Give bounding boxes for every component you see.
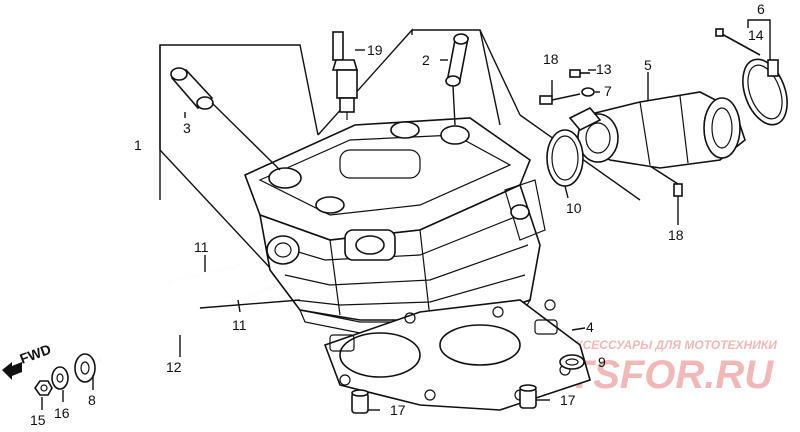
label-part-9: 9 <box>598 354 606 370</box>
label-part-13: 13 <box>596 61 612 77</box>
guide-pin-2 <box>445 33 469 126</box>
washer-16 <box>51 366 69 390</box>
label-part-5: 5 <box>644 57 652 73</box>
intake-manifold <box>568 91 746 169</box>
washer-8 <box>74 353 96 383</box>
label-part-8: 8 <box>88 392 96 408</box>
hose-clamp <box>715 19 788 126</box>
dowel-17-right <box>519 384 550 409</box>
stud-11-upper <box>167 255 239 283</box>
part-labels: 1 2 3 4 5 6 7 8 9 10 11 11 12 13 14 15 1… <box>30 1 765 428</box>
o-ring <box>546 129 584 187</box>
guide-pin-3 <box>170 67 281 171</box>
fwd-label: FWD <box>18 341 53 367</box>
bolt-18-lower <box>649 165 683 225</box>
label-part-2: 2 <box>422 52 430 68</box>
label-part-11b: 11 <box>232 317 247 333</box>
label-part-17a: 17 <box>390 402 406 418</box>
nut-15 <box>34 380 53 396</box>
fwd-arrow: FWD <box>2 341 53 380</box>
label-part-12: 12 <box>166 359 182 375</box>
label-part-19: 19 <box>367 42 383 58</box>
dowel-17-left <box>351 389 380 414</box>
label-part-17b: 17 <box>560 392 576 408</box>
label-part-6: 6 <box>757 1 765 17</box>
label-part-10: 10 <box>566 200 582 216</box>
leader-lines <box>41 59 649 410</box>
label-part-4: 4 <box>586 319 594 335</box>
label-part-18b: 18 <box>668 227 684 243</box>
washer-7 <box>581 87 600 97</box>
label-part-1: 1 <box>134 137 142 153</box>
cylinder-head <box>243 117 546 336</box>
spark-plug <box>331 31 365 120</box>
label-part-3: 3 <box>183 120 191 136</box>
label-part-14: 14 <box>748 27 764 43</box>
screw-13 <box>569 69 596 78</box>
label-part-7: 7 <box>604 83 612 99</box>
stud-11-lower <box>211 285 276 313</box>
bolt-18-upper <box>539 80 581 105</box>
head-gasket <box>323 299 591 411</box>
stud-bolt-12 <box>99 299 301 362</box>
label-part-18a: 18 <box>543 51 559 67</box>
gasket-9 <box>559 354 585 370</box>
label-part-16: 16 <box>54 405 70 421</box>
label-part-11a: 11 <box>194 239 209 255</box>
label-part-15: 15 <box>30 412 46 428</box>
